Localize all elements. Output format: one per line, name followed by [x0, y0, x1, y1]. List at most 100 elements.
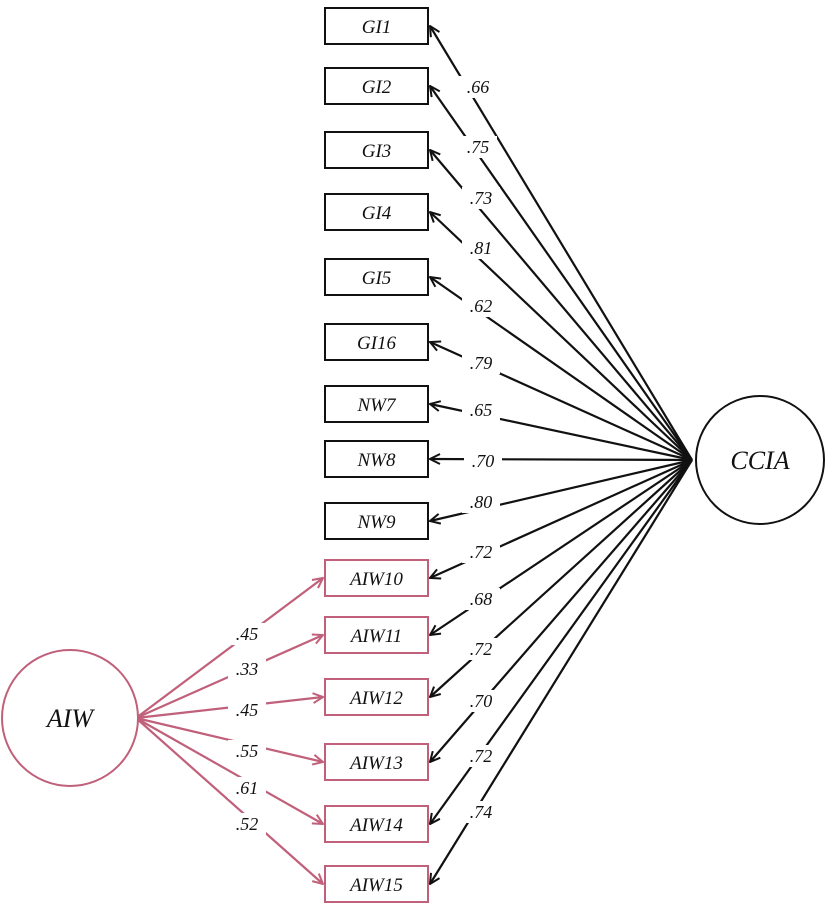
- indicator-label: GI5: [362, 268, 392, 289]
- aiw-loading-label: .45: [236, 700, 259, 720]
- aiw-path: [135, 717, 323, 884]
- ccia-loading-label: .68: [470, 589, 493, 609]
- ccia-loading-label-bg: [462, 237, 500, 259]
- aiw-loading-label-bg: [228, 740, 266, 762]
- ccia-loading-label: .62: [470, 296, 493, 316]
- indicator-box: [324, 743, 429, 781]
- latent-aiw: AIW: [1, 649, 139, 787]
- indicator-aiw14: AIW14: [324, 805, 429, 843]
- indicator-label: AIW10: [348, 569, 403, 590]
- indicator-box: [324, 193, 429, 231]
- indicator-box: [324, 385, 429, 423]
- indicator-label: AIW13: [348, 753, 403, 774]
- indicator-box: [324, 323, 429, 361]
- ccia-loading-label-bg: [462, 690, 500, 712]
- aiw-loading-label: .52: [236, 814, 259, 834]
- indicator-box: [324, 7, 429, 45]
- ccia-loading-label-bg: [462, 801, 500, 823]
- latent-layer: CCIA AIW: [1, 395, 825, 787]
- aiw-loading-label: .33: [236, 659, 259, 679]
- ccia-loading-label: .72: [470, 542, 493, 562]
- indicator-label: GI16: [357, 333, 397, 354]
- ccia-loading-label: .66: [467, 77, 490, 97]
- indicator-label: GI4: [362, 203, 392, 224]
- indicators-layer: GI1GI2GI3GI4GI5GI16NW7NW8NW9AIW10AIW11AI…: [324, 7, 429, 903]
- ccia-loading-label: .80: [470, 492, 493, 512]
- latent-ccia-circle: [695, 395, 825, 525]
- indicator-nw9: NW9: [324, 502, 429, 540]
- indicator-label: NW7: [357, 395, 398, 416]
- ccia-loading-label: .70: [470, 691, 493, 711]
- aiw-loading-label: .45: [236, 624, 259, 644]
- indicator-box: [324, 559, 429, 597]
- ccia-loading-label-bg: [462, 399, 500, 421]
- ccia-loading-label-bg: [459, 136, 497, 158]
- indicator-aiw13: AIW13: [324, 743, 429, 781]
- indicator-box: [324, 865, 429, 903]
- ccia-loading-label-bg: [462, 588, 500, 610]
- ccia-loading-label: .65: [470, 400, 493, 420]
- indicator-box: [324, 440, 429, 478]
- ccia-loading-label-bg: [459, 76, 497, 98]
- aiw-loading-label-bg: [228, 658, 266, 680]
- aiw-loading-label: .61: [236, 778, 259, 798]
- latent-aiw-circle: [1, 649, 139, 787]
- indicator-aiw15: AIW15: [324, 865, 429, 903]
- aiw-loading-label-bg: [228, 623, 266, 645]
- ccia-loading-label: .72: [470, 639, 493, 659]
- ccia-loading-label: .72: [470, 746, 493, 766]
- indicator-nw7: NW7: [324, 385, 429, 423]
- indicator-nw8: NW8: [324, 440, 429, 478]
- indicator-gi16: GI16: [324, 323, 429, 361]
- latent-ccia-label: CCIA: [730, 446, 789, 475]
- ccia-loading-label: .81: [470, 238, 493, 258]
- latent-aiw-label: AIW: [45, 704, 96, 733]
- latent-ccia: CCIA: [695, 395, 825, 525]
- indicator-label: GI1: [362, 17, 392, 38]
- ccia-loading-label-bg: [462, 491, 500, 513]
- indicator-label: AIW12: [348, 688, 403, 709]
- indicator-label: AIW14: [348, 815, 403, 836]
- indicator-label: NW9: [357, 512, 397, 533]
- indicator-gi1: GI1: [324, 7, 429, 45]
- indicator-box: [324, 678, 429, 716]
- aiw-loading-label: .55: [236, 741, 259, 761]
- indicator-gi4: GI4: [324, 193, 429, 231]
- indicator-box: [324, 616, 429, 654]
- ccia-path: [430, 26, 693, 461]
- indicator-box: [324, 67, 429, 105]
- ccia-loading-label: .74: [470, 802, 493, 822]
- ccia-loading-label-bg: [462, 541, 500, 563]
- indicator-box: [324, 502, 429, 540]
- ccia-loading-label-bg: [462, 638, 500, 660]
- ccia-loading-label-bg: [462, 295, 500, 317]
- aiw-loading-label-bg: [228, 813, 266, 835]
- ccia-loading-label-bg: [462, 187, 500, 209]
- indicator-aiw12: AIW12: [324, 678, 429, 716]
- ccia-loading-label: .73: [470, 188, 493, 208]
- ccia-loading-label-bg: [462, 745, 500, 767]
- indicator-aiw10: AIW10: [324, 559, 429, 597]
- indicator-label: AIW11: [349, 626, 402, 647]
- ccia-loading-label: .70: [472, 451, 495, 471]
- indicator-label: GI3: [362, 141, 392, 162]
- aiw-loading-label-bg: [228, 777, 266, 799]
- indicator-label: GI2: [362, 77, 392, 98]
- indicator-box: [324, 258, 429, 296]
- ccia-loading-label: .79: [470, 353, 493, 373]
- indicator-gi3: GI3: [324, 131, 429, 169]
- aiw-loading-label-bg: [228, 699, 266, 721]
- indicator-label: NW8: [357, 450, 397, 471]
- ccia-loading-label-bg: [462, 352, 500, 374]
- coefficients-layer: .66.75.73.81.62.79.65.70.80.72.68.72.70.…: [228, 76, 502, 835]
- indicator-gi2: GI2: [324, 67, 429, 105]
- ccia-loading-label-bg: [464, 450, 502, 472]
- indicator-gi5: GI5: [324, 258, 429, 296]
- aiw-path: [135, 578, 323, 719]
- indicator-box: [324, 805, 429, 843]
- aiw-path: [135, 717, 323, 824]
- indicator-label: AIW15: [348, 875, 403, 896]
- indicator-box: [324, 131, 429, 169]
- indicator-aiw11: AIW11: [324, 616, 429, 654]
